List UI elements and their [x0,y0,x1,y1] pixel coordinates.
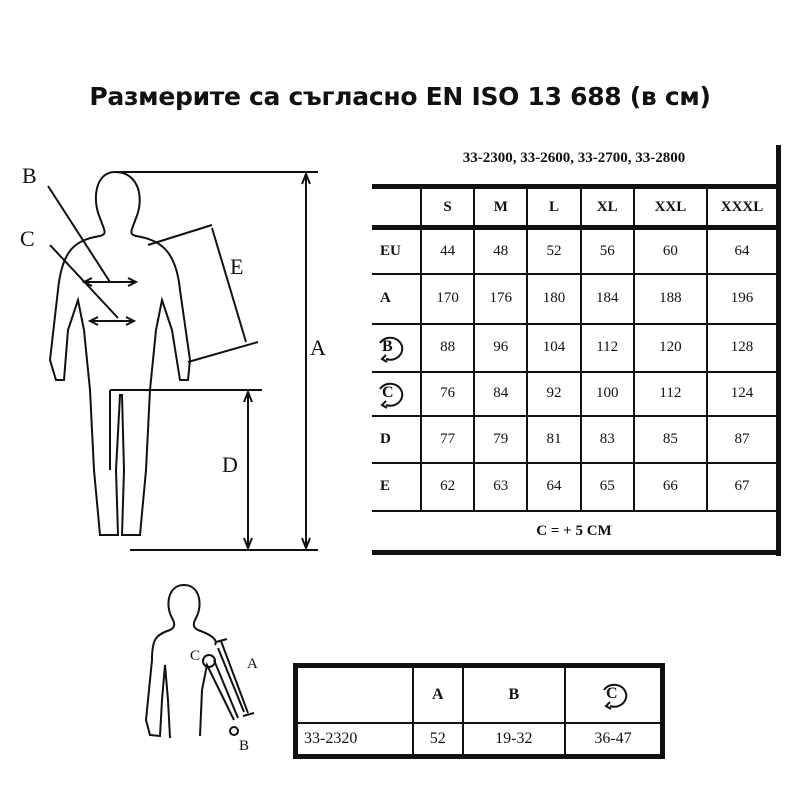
row-label: A [372,272,422,325]
table-cell: 112 [632,370,709,417]
table-cell: 188 [632,272,709,325]
table-cell: 120 [632,322,709,373]
arm-figure [144,584,255,739]
arm-label-a: A [247,656,258,672]
table-cell: 87 [706,414,776,464]
table-cell: 67 [706,461,776,512]
sleeve-value-a: 52 [412,722,464,758]
label-c: C [20,226,35,251]
table-cell: 128 [706,322,776,373]
table-cell: 48 [473,226,529,275]
table-cell: 52 [526,226,582,275]
table-cell: 170 [419,272,476,325]
row-label: E [372,461,422,512]
table-cell: 60 [632,226,709,275]
table-cell: 64 [526,461,582,512]
sleeve-header-c: C [564,664,664,724]
table-cell: 79 [473,414,529,464]
page-title: Размерите са съгласно EN ISO 13 688 (в с… [89,82,711,111]
table-cell: 62 [419,461,476,512]
sleeve-value-b: 19-32 [461,722,567,758]
size-header-row: S M L XL XXL XXXL [372,184,776,230]
sleeve-header-b: B [461,664,567,724]
row-label: EU [372,226,422,275]
label-e: E [230,254,243,279]
label-a: A [310,335,326,360]
table-cell: 176 [473,272,529,325]
size-header: M [473,184,529,230]
circumference-icon: C [372,379,406,409]
size-header: S [419,184,476,230]
table-cell: 88 [419,322,476,373]
sleeve-value-c: 36-47 [564,722,664,758]
sleeve-header-a: A [412,664,464,724]
table-cell: 100 [579,370,635,417]
size-header: XXL [632,184,709,230]
table-cell: 196 [706,272,776,325]
table-cell: 112 [579,322,635,373]
table-cell: 85 [632,414,709,464]
label-b: B [22,163,37,188]
table-cell: 56 [579,226,635,275]
row-label: D [372,414,422,464]
table-cell: 63 [473,461,529,512]
table-cell: 44 [419,226,476,275]
table-footer-note: C = + 5 CM [372,509,776,552]
sleeve-table: A B C 33-2320 52 19-32 36-47 [293,663,665,759]
table-shadow-right [776,145,781,556]
label-d: D [222,452,238,477]
table-cell: 180 [526,272,582,325]
table-cell: 84 [473,370,529,417]
table-cell: 184 [579,272,635,325]
circumference-icon: B [372,333,406,363]
arm-label-b: B [239,738,249,754]
size-header: XXXL [706,184,776,230]
row-label: C [372,370,422,417]
table-footer-row: C = + 5 CM [372,509,776,552]
table-cell: 92 [526,370,582,417]
arm-label-c: C [190,648,200,664]
size-table-title: 33-2300, 33-2600, 33-2700, 33-2800 [462,150,686,166]
size-header: XL [579,184,635,230]
table-cell: 104 [526,322,582,373]
table-cell: 83 [579,414,635,464]
sleeve-model: 33-2320 [294,722,414,758]
table-cell: 66 [632,461,709,512]
table-cell: 77 [419,414,476,464]
table-cell: 76 [419,370,476,417]
table-shadow-bottom [372,550,781,555]
table-cell: 65 [579,461,635,512]
table-cell: 124 [706,370,776,417]
table-cell: 81 [526,414,582,464]
table-cell: 96 [473,322,529,373]
row-label: B [372,322,422,373]
circumference-icon: C [596,680,630,710]
size-header: L [526,184,582,230]
table-cell: 64 [706,226,776,275]
